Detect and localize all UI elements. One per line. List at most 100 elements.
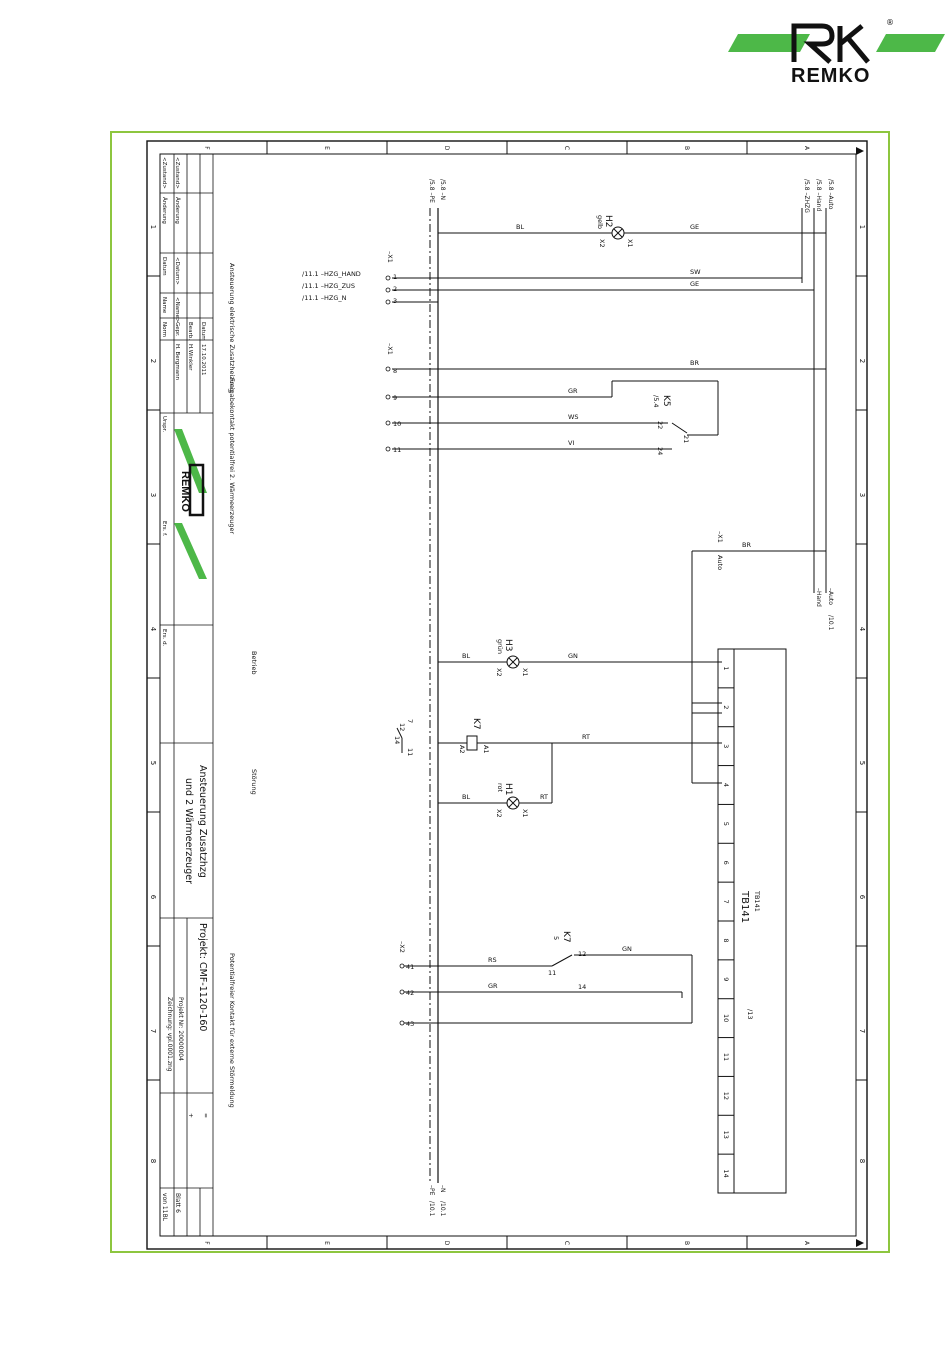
tb-datum-field: <Datum> bbox=[174, 257, 180, 285]
h3-x2: X2 bbox=[495, 668, 503, 677]
ref-bot-1: /10.1 bbox=[439, 1201, 446, 1217]
corner-arrow-bottom-right bbox=[856, 1239, 864, 1247]
tb141-terminal-number: 6 bbox=[722, 861, 730, 865]
logo-rk-mark bbox=[791, 23, 870, 64]
x1-pin-8: 8 bbox=[393, 367, 397, 375]
h1-x1: X1 bbox=[521, 809, 529, 818]
ref-top-n: /5.8 –N bbox=[439, 179, 446, 200]
ref-hzg-hand: /11.1 –HZG_HAND bbox=[302, 270, 361, 278]
zone-letter-bottom: F bbox=[203, 1241, 210, 1245]
tb-blatt: Blatt 6 bbox=[174, 1193, 181, 1213]
k7-a1: A1 bbox=[482, 745, 490, 754]
control-lines bbox=[801, 208, 827, 593]
ref-hand: /5.8 –Hand bbox=[815, 179, 822, 211]
tb141-terminal-number: 2 bbox=[722, 705, 730, 709]
x2-pin-41: 41 bbox=[406, 963, 414, 971]
h3-x1: X1 bbox=[521, 668, 529, 677]
wire-gn-stoer: GN bbox=[622, 945, 632, 953]
k7-ref-14: 14 bbox=[393, 736, 401, 744]
x2-pin-42: 42 bbox=[406, 989, 414, 997]
wire-ge-h2: GE bbox=[690, 223, 699, 231]
wire-sw: SW bbox=[690, 268, 701, 276]
ref-hand-ref: /10.1 bbox=[827, 615, 834, 631]
tb-bearb-value: H.Winkler bbox=[187, 344, 193, 371]
tb-plus: + bbox=[187, 1113, 194, 1118]
tb-aenderung-field: Änderung bbox=[174, 197, 181, 224]
tb141-terminal-number: 1 bbox=[722, 666, 730, 670]
h3-color: grün bbox=[496, 639, 504, 654]
x1-pin-3: 3 bbox=[393, 297, 397, 305]
zone-letter-top: F bbox=[203, 146, 210, 150]
title-block-logo: REMKO bbox=[174, 429, 207, 579]
logo-registered-mark: ® bbox=[886, 18, 894, 27]
wiring-diagram: F E D C B A F E D C B A 1 2 3 4 5 6 7 8 … bbox=[146, 140, 868, 1250]
remko-logo: REMKO ® bbox=[728, 18, 945, 87]
tb-datum-label-2: Datum bbox=[200, 322, 206, 341]
tb141-ref: /13 bbox=[746, 1009, 754, 1019]
wire-br-freigabe: BR bbox=[690, 359, 699, 367]
k7-a2: A2 bbox=[458, 745, 466, 754]
zone-number-left: 8 bbox=[149, 1159, 157, 1163]
k5-ref: /5.4 bbox=[652, 395, 660, 408]
zone-number-left: 5 bbox=[149, 761, 157, 765]
wire-gr-stoer: GR bbox=[488, 982, 498, 990]
x2-label: –X2 bbox=[398, 941, 406, 953]
k7-contact-12: 12 bbox=[578, 950, 586, 958]
k7-contact-label: K7 bbox=[561, 931, 571, 943]
ref-auto-out: –Auto bbox=[827, 588, 834, 605]
tb141-terminal-number: 3 bbox=[722, 744, 730, 748]
k5-pin-21: 21 bbox=[682, 435, 690, 443]
x1-mid-terminals bbox=[385, 366, 391, 452]
x1-top-label: –X1 bbox=[386, 251, 394, 263]
zone-ticks bbox=[147, 141, 867, 1249]
zone-number-left: 1 bbox=[149, 225, 157, 229]
zone-letter-bottom: B bbox=[683, 1241, 690, 1245]
zone-number-left: 6 bbox=[149, 895, 157, 900]
wire-vi: VI bbox=[568, 439, 574, 447]
h2-label: H2 bbox=[603, 215, 613, 228]
k5-pin-22: 22 bbox=[656, 421, 664, 429]
stoermeldung-circuit bbox=[402, 954, 693, 1024]
k7-coil-label: K7 bbox=[471, 718, 481, 730]
tb-aenderung: Änderung bbox=[161, 197, 168, 224]
h3-label: H3 bbox=[503, 639, 513, 652]
zone-number-left: 7 bbox=[149, 1029, 157, 1033]
tb-urspr: Urspr. bbox=[161, 416, 167, 432]
wire-bl-h3: BL bbox=[462, 652, 470, 660]
ref-auto: /5.8 –Auto bbox=[827, 179, 834, 210]
ref-bot-pe: –PE bbox=[428, 1185, 435, 1196]
tb-name-label: Name bbox=[161, 297, 167, 314]
zone-letter-bottom: E bbox=[323, 1241, 330, 1245]
x1-auto-label: –X1 bbox=[716, 531, 724, 543]
tb141-terminal-number: 12 bbox=[722, 1092, 730, 1100]
k7-ref-7: 7 bbox=[406, 719, 414, 723]
tb-zustand: <Zustand> bbox=[161, 157, 167, 189]
wire-rt-k7: RT bbox=[582, 733, 590, 741]
h2-circuit bbox=[392, 226, 826, 303]
zone-number-right: 6 bbox=[858, 895, 866, 900]
logo-wordmark: REMKO bbox=[791, 65, 870, 87]
tb-zeichnung: Zeichnung: vpl.0001.zng bbox=[166, 997, 173, 1072]
zone-number-right: 3 bbox=[858, 493, 866, 497]
k7-ref-11: 11 bbox=[406, 748, 414, 756]
ref-bot-2: /10.1 bbox=[428, 1201, 435, 1217]
tb141-terminal-number: 11 bbox=[722, 1053, 730, 1061]
wire-gr-freigabe: GR bbox=[568, 387, 578, 395]
corner-arrow-top-right bbox=[856, 147, 864, 155]
section-label-stoerung: Störung bbox=[250, 769, 258, 795]
wire-br-auto: BR bbox=[742, 541, 751, 549]
x1-mid-label: –X1 bbox=[386, 343, 394, 355]
tb-logo-wordmark: REMKO bbox=[179, 471, 191, 512]
frame-outer bbox=[146, 140, 868, 1250]
ref-hand-out: –Hand bbox=[815, 588, 822, 607]
h2-x2: X2 bbox=[598, 239, 606, 248]
wire-rt-h1: RT bbox=[540, 793, 548, 801]
zone-letter-top: D bbox=[443, 146, 450, 151]
tb-norm: Norm bbox=[161, 322, 167, 337]
tb141-terminal-number: 14 bbox=[722, 1169, 730, 1177]
tb-title-line2: und 2 Wärmeerzeuger bbox=[183, 778, 194, 884]
section-label-betrieb: Betrieb bbox=[250, 651, 258, 675]
h2-x1: X1 bbox=[626, 239, 634, 248]
k5-label: K5 bbox=[661, 395, 671, 407]
